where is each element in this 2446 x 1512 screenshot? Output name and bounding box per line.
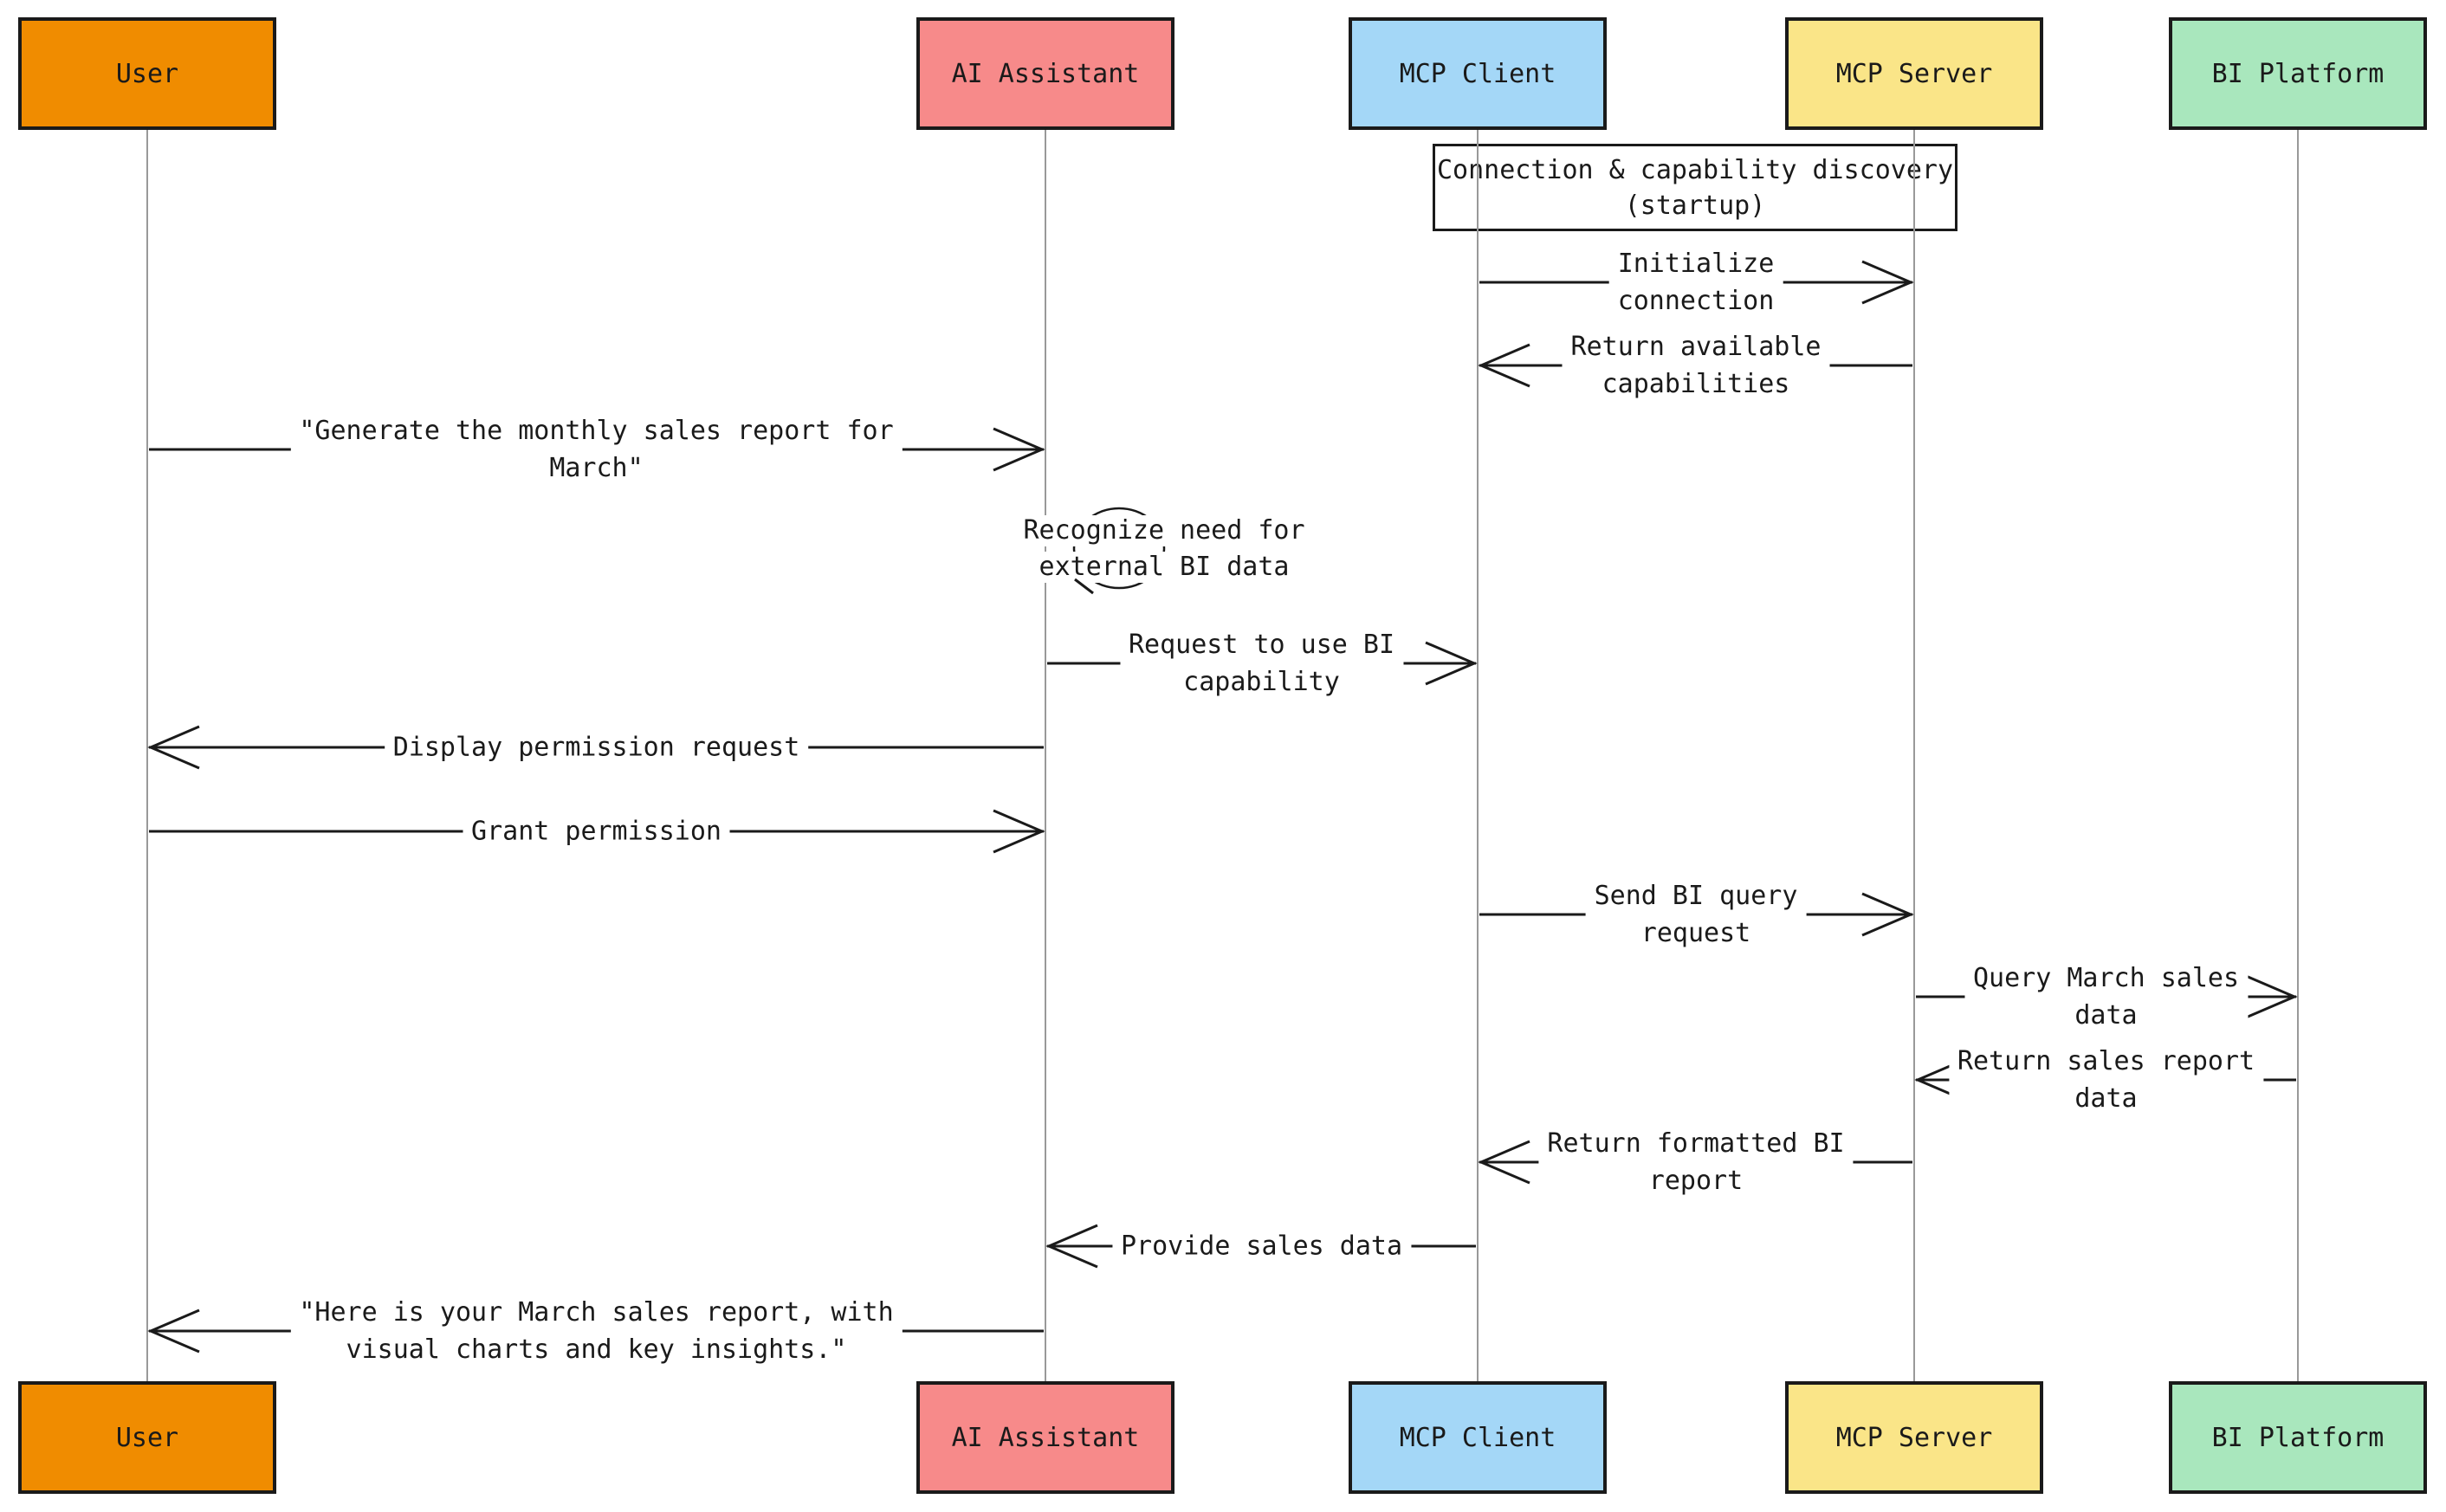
lifeline-ai-assistant: [1045, 130, 1046, 1381]
message-text-line: report: [1648, 1166, 1744, 1196]
message-text-line: Send BI query: [1594, 881, 1798, 911]
message-display-permission-request: Display permission request: [147, 708, 1045, 786]
arrowhead-icon: [1425, 641, 1478, 686]
arrowhead-icon: [1478, 1140, 1530, 1185]
message-label: Send BI query request: [1585, 877, 1807, 952]
message-label: Display permission request: [384, 728, 809, 766]
arrowhead-icon: [2245, 974, 2298, 1019]
message-text-line: Return sales report: [1957, 1046, 2255, 1076]
message-text-line: Return formatted BI: [1547, 1128, 1845, 1159]
arrowhead-icon: [1861, 892, 1914, 937]
actor-label: AI Assistant: [951, 58, 1140, 89]
lifeline-bi-platform: [2297, 130, 2299, 1381]
actor-label: MCP Server: [1835, 58, 1993, 89]
actor-label: User: [115, 58, 179, 89]
actor-label: MCP Client: [1399, 58, 1556, 89]
message-query-march-sales-data: Query March sales data: [1914, 958, 2298, 1036]
actor-box-top-bi-platform: BI Platform: [2169, 17, 2427, 130]
message-text-line: Display permission request: [392, 732, 800, 763]
message-grant-permission: Grant permission: [147, 792, 1045, 870]
message-provide-sales-data: Provide sales data: [1045, 1207, 1478, 1285]
arrowhead-icon: [1045, 1224, 1098, 1269]
actor-box-top-mcp-client: MCP Client: [1349, 17, 1607, 130]
note-text-line: Connection & capability discovery: [1436, 154, 1954, 185]
message-text-line: "Generate the monthly sales report for: [299, 416, 894, 446]
actor-label: AI Assistant: [951, 1422, 1140, 1453]
message-text-line: Grant permission: [471, 816, 722, 847]
message-text-line: "Here is your March sales report, with: [299, 1297, 894, 1328]
actor-box-top-ai-assistant: AI Assistant: [916, 17, 1174, 130]
arrowhead-icon: [1861, 260, 1914, 305]
message-label: Request to use BI capability: [1119, 626, 1404, 701]
arrowhead-icon: [993, 809, 1045, 854]
lifeline-mcp-server: [1913, 130, 1915, 1381]
message-text-line: visual charts and key insights.": [346, 1334, 847, 1365]
self-message-text-line: external BI data: [1039, 552, 1290, 583]
actor-box-bottom-user: User: [18, 1381, 276, 1494]
message-label: "Here is your March sales report, with vi…: [290, 1294, 903, 1368]
message-return-formatted-bi-report: Return formatted BI report: [1478, 1123, 1914, 1201]
message-label: Return available capabilities: [1562, 328, 1830, 403]
message-label: Initialize connection: [1608, 245, 1783, 320]
lifeline-user: [146, 130, 148, 1381]
message-text-line: connection: [1617, 286, 1775, 316]
self-message-text-line: Recognize need for: [1023, 515, 1305, 546]
message-text-line: capabilities: [1602, 369, 1790, 399]
message-text-line: capability: [1183, 667, 1340, 697]
message-text-line: Initialize: [1617, 249, 1775, 279]
lifeline-mcp-client: [1477, 130, 1479, 1381]
self-message-label: Recognize need for external BI data: [1023, 513, 1305, 585]
message-label: Query March sales data: [1964, 960, 2249, 1034]
arrowhead-icon: [147, 725, 200, 770]
note-box-connection-capability-discovery: Connection & capability discovery (startu…: [1433, 144, 1957, 231]
message-text-line: request: [1640, 918, 1751, 948]
arrowhead-icon: [993, 427, 1045, 472]
message-text-line: March": [549, 453, 644, 483]
message-label: Grant permission: [463, 812, 730, 850]
actor-label: BI Platform: [2211, 58, 2385, 89]
message-text-line: Provide sales data: [1120, 1231, 1403, 1262]
actor-label: MCP Client: [1399, 1422, 1556, 1453]
actor-box-bottom-mcp-client: MCP Client: [1349, 1381, 1607, 1494]
arrowhead-icon: [1478, 343, 1530, 388]
actor-label: MCP Server: [1835, 1422, 1993, 1453]
actor-box-top-user: User: [18, 17, 276, 130]
message-text-line: Return available: [1570, 332, 1822, 362]
message-label: Return sales report data: [1948, 1043, 2264, 1117]
message-initialize-connection: Initialize connection: [1478, 243, 1914, 321]
message-here-is-your-march-sales-report-with-visual-charts-and-key-insights: "Here is your March sales report, with vi…: [147, 1292, 1045, 1370]
message-label: Provide sales data: [1111, 1227, 1412, 1265]
actor-box-top-mcp-server: MCP Server: [1785, 17, 2043, 130]
actor-box-bottom-ai-assistant: AI Assistant: [916, 1381, 1174, 1494]
actor-box-bottom-mcp-server: MCP Server: [1785, 1381, 2043, 1494]
message-text-line: Query March sales: [1972, 963, 2240, 993]
arrowhead-icon: [147, 1308, 200, 1354]
message-return-sales-report-data: Return sales report data: [1914, 1041, 2298, 1119]
actor-box-bottom-bi-platform: BI Platform: [2169, 1381, 2427, 1494]
actor-label: User: [115, 1422, 179, 1453]
actor-label: BI Platform: [2211, 1422, 2385, 1453]
message-label: Return formatted BI report: [1538, 1125, 1854, 1199]
message-text-line: Request to use BI: [1128, 630, 1395, 660]
message-request-to-use-bi-capability: Request to use BI capability: [1045, 624, 1478, 702]
message-text-line: data: [2074, 1083, 2138, 1114]
message-text-line: data: [2074, 1000, 2138, 1031]
message-send-bi-query-request: Send BI query request: [1478, 876, 1914, 953]
message-return-available-capabilities: Return available capabilities: [1478, 326, 1914, 404]
note-text-line: (startup): [1624, 190, 1766, 221]
